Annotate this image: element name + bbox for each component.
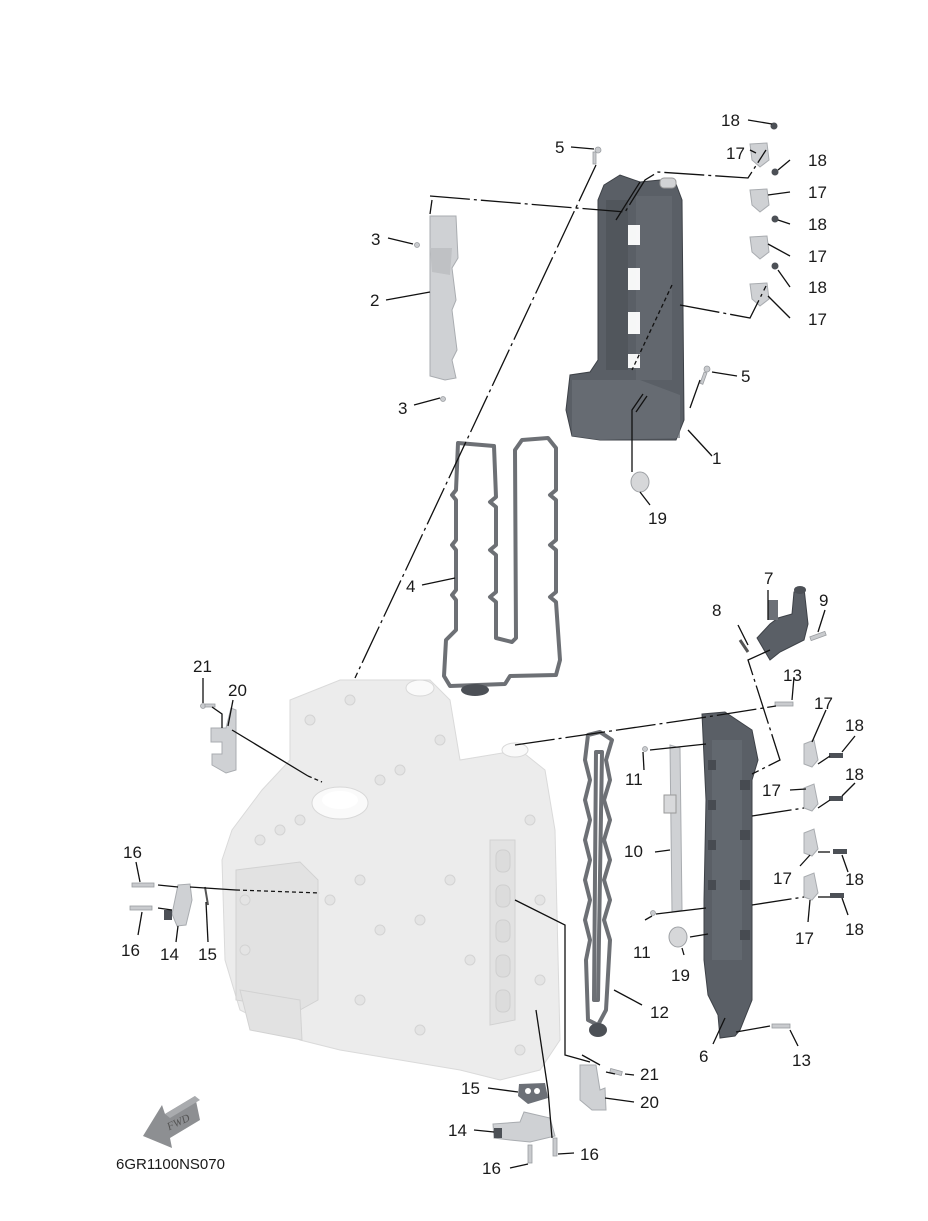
fitting-7: [756, 586, 809, 661]
callout-17: 17: [773, 869, 792, 888]
callout-18: 18: [808, 151, 827, 170]
callout-18: 18: [721, 111, 740, 130]
callout-6: 6: [699, 1047, 708, 1066]
callout-19: 19: [671, 966, 690, 985]
callout-17: 17: [795, 929, 814, 948]
head-cover-gasket: [442, 436, 562, 696]
callout-14: 14: [160, 945, 179, 964]
callout-13: 13: [783, 666, 802, 685]
engine-block-ghost: [221, 679, 561, 1081]
callout-18: 18: [845, 920, 864, 939]
cap-19-upper: [630, 471, 650, 493]
callout-labels: 1 2 3 3 4 5 5 6 7 8 9 10 11 11 12 13 13 …: [121, 111, 864, 1178]
cylinder-head-cover: [565, 174, 685, 441]
o-ring-8: [738, 639, 750, 653]
callout-17: 17: [814, 694, 833, 713]
bottom-cluster: [492, 1064, 607, 1143]
callout-16: 16: [482, 1159, 501, 1178]
side-cover-gasket: [583, 730, 614, 1037]
callout-17: 17: [762, 781, 781, 800]
callout-17: 17: [808, 247, 827, 266]
callout-21: 21: [193, 657, 212, 676]
callout-17: 17: [808, 183, 827, 202]
side-cover: [701, 711, 759, 1039]
callout-13: 13: [792, 1051, 811, 1070]
cap-19-lower: [668, 926, 688, 948]
callout-19: 19: [648, 509, 667, 528]
callout-4: 4: [406, 577, 415, 596]
callout-18: 18: [845, 870, 864, 889]
callout-18: 18: [845, 765, 864, 784]
holders-17-top: [749, 142, 770, 307]
callout-12: 12: [650, 1003, 669, 1022]
left-brackets: [164, 707, 237, 927]
holders-17-right: [803, 739, 819, 901]
fwd-direction-arrow: FWD: [143, 1096, 200, 1148]
bolts: [129, 146, 827, 1164]
callout-7: 7: [764, 569, 773, 588]
callout-20: 20: [640, 1093, 659, 1112]
callout-3: 3: [398, 399, 407, 418]
cover-plate: [429, 215, 459, 381]
dark-bolts-18: [770, 122, 847, 898]
callout-18: 18: [808, 278, 827, 297]
callout-18: 18: [808, 215, 827, 234]
callout-5: 5: [555, 138, 564, 157]
callout-9: 9: [819, 591, 828, 610]
callout-16: 16: [580, 1145, 599, 1164]
callout-5: 5: [741, 367, 750, 386]
callout-15: 15: [198, 945, 217, 964]
callout-3: 3: [371, 230, 380, 249]
callout-17: 17: [726, 144, 745, 163]
callout-11: 11: [633, 943, 651, 962]
callout-18: 18: [845, 716, 864, 735]
leader-lines: [135, 119, 856, 1169]
callout-20: 20: [228, 681, 247, 700]
callout-11: 11: [625, 770, 643, 789]
callout-1: 1: [712, 449, 721, 468]
callout-2: 2: [370, 291, 379, 310]
callout-17: 17: [808, 310, 827, 329]
callout-8: 8: [712, 601, 721, 620]
callout-14: 14: [448, 1121, 467, 1140]
drawing-code: 6GR1100NS070: [116, 1156, 225, 1173]
plate-10: [663, 744, 683, 913]
callout-16: 16: [121, 941, 140, 960]
callout-16: 16: [123, 843, 142, 862]
callout-21: 21: [640, 1065, 659, 1084]
callout-15: 15: [461, 1079, 480, 1098]
callout-10: 10: [624, 842, 643, 861]
